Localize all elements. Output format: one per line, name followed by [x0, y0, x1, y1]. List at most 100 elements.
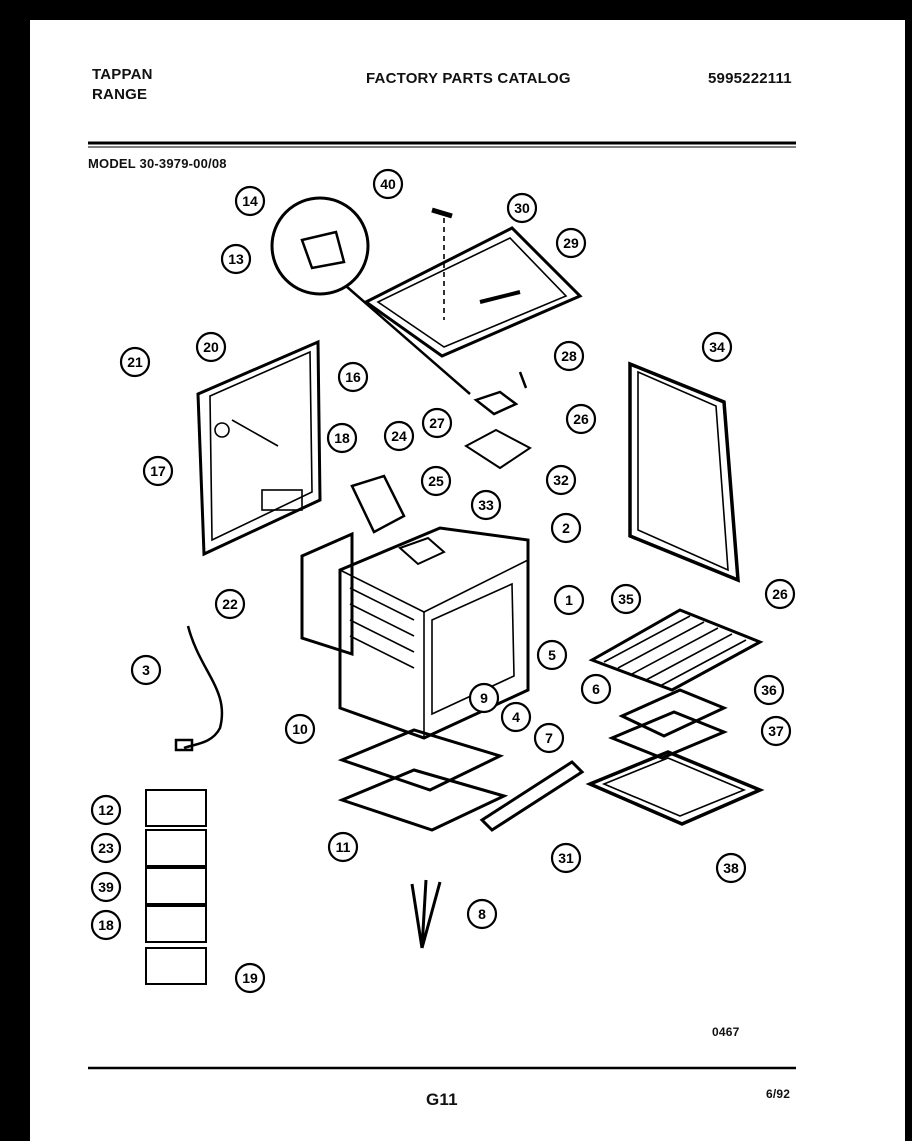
- broiler-pan-part: [618, 688, 728, 738]
- part-callout-label: 37: [768, 723, 784, 739]
- broiler-insert-part: [608, 710, 728, 760]
- part-callout-33: 33: [470, 489, 502, 521]
- vent-part: [431, 207, 453, 320]
- part-callout-31: 31: [550, 842, 582, 874]
- backguard-part: [196, 339, 322, 557]
- print-date: 6/92: [766, 1087, 791, 1101]
- part-callout-label: 17: [150, 463, 166, 479]
- page-number: G11: [426, 1090, 458, 1109]
- part-callout-label: 2: [562, 520, 570, 536]
- part-callout-label: 31: [558, 850, 574, 866]
- part-callout-label: 7: [545, 730, 553, 746]
- part-callout-20: 20: [195, 331, 227, 363]
- hardware-legend: [145, 789, 207, 985]
- part-callout-label: 18: [98, 917, 114, 933]
- part-callout-label: 3: [142, 662, 150, 678]
- part-callout-label: 33: [478, 497, 494, 513]
- part-callout-36: 36: [753, 674, 785, 706]
- part-callout-27: 27: [421, 407, 453, 439]
- part-callout-8: 8: [466, 898, 498, 930]
- part-callout-label: 27: [429, 415, 445, 431]
- part-callout-29: 29: [555, 227, 587, 259]
- part-callout-24: 24: [383, 420, 415, 452]
- part-callout-4: 4: [500, 701, 532, 733]
- part-callout-label: 26: [573, 411, 589, 427]
- bottom-panel-part: [337, 768, 509, 832]
- part-callout-34: 34: [701, 331, 733, 363]
- part-callout-label: 30: [514, 200, 530, 216]
- part-callout-14: 14: [234, 185, 266, 217]
- duct-part: [350, 474, 406, 534]
- part-callout-11: 11: [327, 831, 359, 863]
- drawer-rail-part: [479, 760, 585, 832]
- part-callout-35: 35: [610, 583, 642, 615]
- part-callout-18: 18: [326, 422, 358, 454]
- part-callout-21: 21: [119, 346, 151, 378]
- part-callout-32: 32: [545, 464, 577, 496]
- part-callout-5: 5: [536, 639, 568, 671]
- part-callout-label: 23: [98, 840, 114, 856]
- part-callout-40: 40: [372, 168, 404, 200]
- part-callout-label: 14: [242, 193, 258, 209]
- element-part: [410, 879, 442, 949]
- part-callout-label: 1: [565, 592, 573, 608]
- part-callout-12: 12: [90, 794, 122, 826]
- part-callout-label: 24: [391, 428, 407, 444]
- part-callout-6: 6: [580, 673, 612, 705]
- part-callout-label: 16: [345, 369, 361, 385]
- oven-door-part: [628, 361, 740, 583]
- bracket-part: [464, 428, 532, 470]
- oven-rack-part: [588, 608, 764, 692]
- part-callout-16: 16: [337, 361, 369, 393]
- part-callout-label: 28: [561, 348, 577, 364]
- oven-cavity-part: [338, 526, 530, 740]
- part-callout-label: 11: [336, 839, 351, 855]
- power-cord-part: [183, 625, 224, 750]
- part-callout-38: 38: [715, 852, 747, 884]
- part-callout-23: 23: [90, 832, 122, 864]
- part-callout-1: 1: [553, 584, 585, 616]
- part-callout-28: 28: [553, 340, 585, 372]
- product-label: RANGE: [92, 86, 148, 103]
- part-callout-37: 37: [760, 715, 792, 747]
- side-panel-part: [300, 531, 354, 657]
- part-callout-label: 21: [127, 354, 143, 370]
- part-callout-18: 18: [90, 909, 122, 941]
- part-callout-label: 12: [98, 802, 114, 818]
- part-callout-label: 35: [618, 591, 634, 607]
- part-callout-label: 29: [563, 235, 579, 251]
- part-callout-label: 26: [772, 586, 788, 602]
- vent-baffle-part: [398, 536, 446, 566]
- part-callout-2: 2: [550, 512, 582, 544]
- cooktop-part: [363, 226, 583, 358]
- part-callout-label: 34: [709, 339, 725, 355]
- parts-sheet: [30, 20, 905, 1141]
- part-callout-label: 39: [98, 879, 114, 895]
- part-callout-label: 40: [380, 176, 396, 192]
- drawer-panel-part: [585, 750, 765, 826]
- model-label: MODEL 30-3979-00/08: [88, 156, 227, 171]
- part-callout-22: 22: [214, 588, 246, 620]
- part-callout-39: 39: [90, 871, 122, 903]
- part-callout-label: 4: [512, 709, 520, 725]
- part-callout-label: 19: [242, 970, 258, 986]
- part-callout-label: 8: [478, 906, 486, 922]
- part-callout-label: 20: [203, 339, 219, 355]
- part-callout-7: 7: [533, 722, 565, 754]
- part-callout-3: 3: [130, 654, 162, 686]
- drawing-code: 0467: [712, 1025, 740, 1039]
- part-callout-label: 22: [222, 596, 238, 612]
- part-callout-label: 36: [761, 682, 777, 698]
- thermostat-part: [473, 371, 528, 416]
- part-callout-label: 10: [292, 721, 308, 737]
- catalog-number: 5995222111: [708, 70, 792, 87]
- part-callout-10: 10: [284, 713, 316, 745]
- part-callout-26: 26: [764, 578, 796, 610]
- part-callout-label: 38: [723, 860, 739, 876]
- brand-label: TAPPAN: [92, 66, 153, 83]
- part-callout-label: 6: [592, 681, 600, 697]
- catalog-title: FACTORY PARTS CATALOG: [366, 70, 571, 87]
- part-callout-label: 5: [548, 647, 556, 663]
- part-callout-label: 9: [480, 690, 488, 706]
- part-callout-30: 30: [506, 192, 538, 224]
